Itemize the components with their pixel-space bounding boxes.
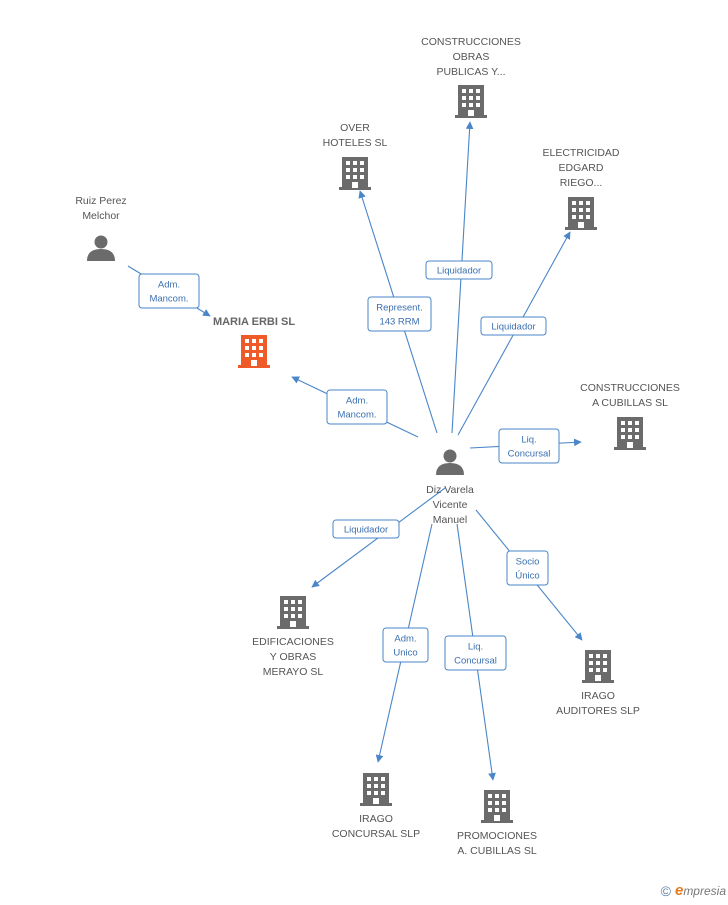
- edge-label-box[interactable]: [506, 550, 549, 586]
- edge-e_diz_promo[interactable]: Liq. Concursal: [444, 523, 507, 781]
- building-icon[interactable]: [481, 790, 513, 823]
- footer-credit: © empresia: [661, 882, 726, 899]
- node-electricidad[interactable]: ELECTRICIDAD EDGARD RIEGO...: [542, 147, 620, 230]
- edge-label-text: Adm.: [394, 634, 416, 645]
- edge-label-text: Liquidador: [491, 322, 535, 333]
- edge-label-text: Represent.: [376, 303, 422, 314]
- edge-label-text: Adm.: [346, 396, 368, 407]
- edge-label-box[interactable]: [382, 627, 429, 663]
- edge-label-text: Liquidador: [344, 525, 388, 536]
- node-over[interactable]: OVER HOTELES SL: [323, 122, 388, 190]
- node-label[interactable]: Ruiz Perez: [75, 195, 126, 207]
- building-icon[interactable]: [614, 417, 646, 450]
- brand-logo[interactable]: empresia: [674, 882, 726, 899]
- edge-label-box[interactable]: [425, 260, 493, 280]
- node-label[interactable]: MERAYO SL: [263, 666, 324, 678]
- edge-label-box[interactable]: [367, 296, 432, 332]
- edge-label-text: Liq.: [468, 642, 483, 653]
- edge-label-box[interactable]: [326, 389, 388, 425]
- edge-label-box[interactable]: [332, 519, 400, 539]
- edge-label-text: Liq.: [521, 435, 536, 446]
- node-label[interactable]: Manuel: [433, 514, 467, 526]
- node-label[interactable]: Y OBRAS: [270, 651, 317, 663]
- edge-label-box[interactable]: [138, 273, 200, 309]
- node-label[interactable]: MARIA ERBI SL: [213, 316, 295, 328]
- edge-e_diz_cubillas[interactable]: Liq. Concursal: [469, 428, 582, 464]
- node-irago_conc[interactable]: IRAGO CONCURSAL SLP: [332, 773, 420, 840]
- node-const_cubillas[interactable]: CONSTRUCCIONES A CUBILLAS SL: [580, 382, 680, 450]
- person-icon[interactable]: [436, 449, 464, 476]
- node-label[interactable]: A CUBILLAS SL: [592, 397, 668, 409]
- node-label[interactable]: AUDITORES SLP: [556, 705, 640, 717]
- node-label[interactable]: PROMOCIONES: [457, 830, 537, 842]
- node-label[interactable]: IRAGO: [581, 690, 615, 702]
- building-icon[interactable]: [565, 197, 597, 230]
- node-label[interactable]: CONSTRUCCIONES: [421, 36, 521, 48]
- node-label[interactable]: ELECTRICIDAD: [542, 147, 619, 159]
- node-label[interactable]: HOTELES SL: [323, 137, 388, 149]
- node-label[interactable]: RIEGO...: [560, 177, 603, 189]
- node-irago_aud[interactable]: IRAGO AUDITORES SLP: [556, 650, 640, 717]
- node-label[interactable]: OVER: [340, 122, 370, 134]
- edge-e_diz_iragoconc[interactable]: Adm. Unico: [375, 523, 433, 763]
- building-icon[interactable]: [339, 157, 371, 190]
- edge-label-text: Concursal: [454, 656, 497, 667]
- node-promociones[interactable]: PROMOCIONES A. CUBILLAS SL: [457, 790, 537, 857]
- node-const_obras[interactable]: CONSTRUCCIONES OBRAS PUBLICAS Y...: [421, 36, 521, 118]
- edge-label-box[interactable]: [444, 635, 507, 671]
- node-label[interactable]: Vicente: [433, 499, 468, 511]
- building-icon[interactable]: [455, 85, 487, 118]
- node-label[interactable]: PUBLICAS Y...: [436, 66, 505, 78]
- edge-label-text: Unico: [393, 648, 417, 659]
- edge-label-text: Único: [515, 571, 539, 582]
- edge-e_diz_elec[interactable]: Liquidador: [457, 231, 571, 436]
- building-icon[interactable]: [360, 773, 392, 806]
- node-label[interactable]: Diz Varela: [426, 484, 474, 496]
- node-label[interactable]: OBRAS: [453, 51, 490, 63]
- node-edificaciones[interactable]: EDIFICACIONES Y OBRAS MERAYO SL: [252, 596, 334, 678]
- building-icon[interactable]: [582, 650, 614, 683]
- node-label[interactable]: Melchor: [82, 210, 120, 222]
- edge-e_diz_edif[interactable]: Liquidador: [311, 487, 446, 588]
- edge-label-text: Mancom.: [337, 410, 376, 421]
- edge-e_diz_over[interactable]: Represent. 143 RRM: [358, 190, 438, 434]
- edge-label-text: Mancom.: [149, 294, 188, 305]
- edge-label-text: Adm.: [158, 280, 180, 291]
- edge-label-text: Liquidador: [437, 266, 481, 277]
- edge-label-text: 143 RRM: [379, 317, 419, 328]
- edge-e_ruiz_maria[interactable]: Adm. Mancom.: [127, 265, 211, 317]
- building-icon[interactable]: [238, 335, 270, 368]
- node-label[interactable]: IRAGO: [359, 813, 393, 825]
- node-maria[interactable]: MARIA ERBI SL: [213, 316, 295, 368]
- node-label[interactable]: CONCURSAL SLP: [332, 828, 420, 840]
- edge-e_diz_obras[interactable]: Liquidador: [425, 121, 493, 434]
- edge-e_diz_maria[interactable]: Adm. Mancom.: [291, 376, 419, 438]
- edge-label-box[interactable]: [498, 428, 560, 464]
- person-icon[interactable]: [87, 235, 115, 262]
- edge-label-text: Concursal: [508, 449, 551, 460]
- node-label[interactable]: EDGARD: [559, 162, 604, 174]
- edge-label-text: Socio: [516, 557, 540, 568]
- node-label[interactable]: A. CUBILLAS SL: [457, 845, 537, 857]
- node-label[interactable]: CONSTRUCCIONES: [580, 382, 680, 394]
- building-icon[interactable]: [277, 596, 309, 629]
- copyright-icon: ©: [660, 882, 671, 899]
- edge-label-box[interactable]: [480, 316, 547, 336]
- node-label[interactable]: EDIFICACIONES: [252, 636, 334, 648]
